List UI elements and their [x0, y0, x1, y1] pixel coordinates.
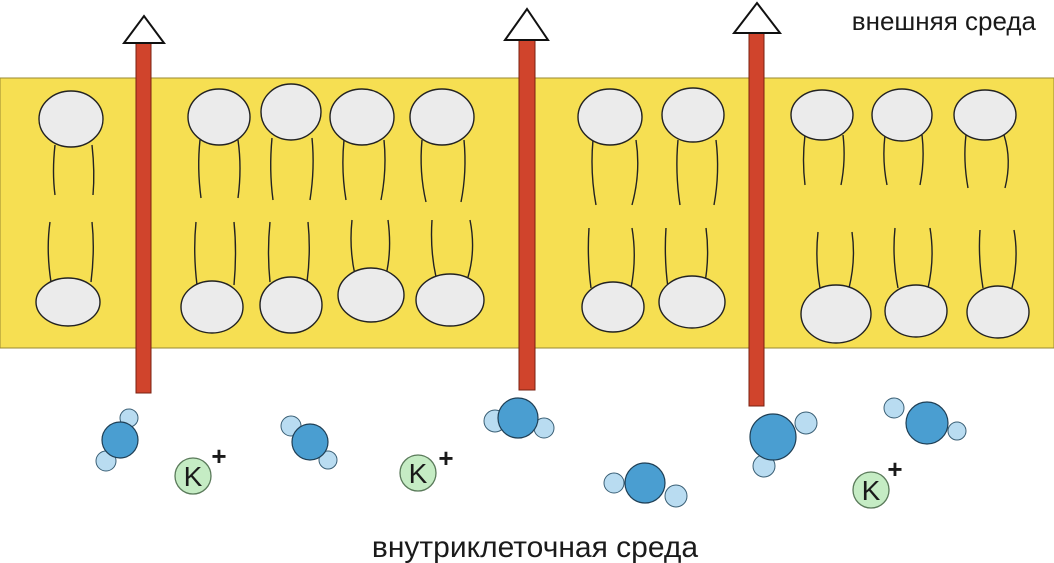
lipid-head-bottom — [966, 285, 1030, 339]
ion-charge: + — [438, 443, 453, 473]
ion-channel-arrow — [122, 14, 166, 394]
phospholipid — [409, 88, 485, 327]
arrowhead-icon — [731, 1, 783, 34]
phospholipid — [658, 87, 726, 329]
phospholipid — [35, 90, 104, 327]
lipid-head-bottom — [415, 273, 485, 327]
phospholipid — [953, 89, 1030, 339]
lipid-head-top — [38, 90, 104, 148]
arrowhead-icon — [122, 14, 166, 44]
lipid-layer — [35, 83, 1030, 344]
lipid-head-top — [661, 87, 725, 143]
water-molecule — [95, 408, 139, 472]
water-molecule — [603, 462, 688, 508]
outside-environment-label: внешняя среда — [852, 6, 1037, 36]
ion-symbol: K — [862, 475, 881, 506]
arrowhead-icon — [503, 7, 550, 41]
lipid-head-bottom — [35, 277, 101, 327]
lipid-head-bottom — [337, 267, 405, 323]
lipid-head-bottom — [884, 284, 948, 338]
lipid-head-top — [329, 88, 395, 146]
lipid-head-top — [871, 88, 933, 142]
ion-charge: + — [887, 454, 902, 484]
ion-symbol: K — [409, 458, 428, 489]
ion-channel-arrow — [731, 1, 783, 407]
lipid-head-top — [409, 88, 475, 146]
intracellular-environment-label: внутриклеточная среда — [372, 531, 698, 563]
water-molecule — [280, 415, 338, 470]
lipid-head-top — [577, 88, 643, 146]
water-molecule — [483, 397, 555, 439]
potassium-ion: K + — [399, 443, 454, 492]
ion-charge: + — [211, 441, 226, 471]
phospholipid — [577, 88, 645, 333]
phospholipid — [871, 88, 948, 338]
water-molecules — [95, 397, 967, 508]
lipid-head-top — [260, 83, 322, 141]
lipid-head-bottom — [180, 280, 244, 334]
phospholipid — [790, 89, 872, 344]
phospholipid — [259, 83, 323, 334]
lipid-head-bottom — [581, 281, 645, 333]
lipid-head-top — [187, 88, 251, 146]
ion-symbol: K — [184, 461, 203, 492]
water-molecule — [749, 411, 818, 478]
phospholipid — [329, 88, 405, 323]
potassium-ion: K + — [174, 441, 227, 495]
phospholipid — [180, 88, 251, 334]
ion-channel-arrow — [503, 7, 550, 391]
potassium-ion: K + — [852, 454, 903, 509]
lipid-head-bottom — [658, 275, 726, 329]
ion-channels — [122, 1, 783, 407]
water-molecule — [883, 397, 967, 445]
lipid-head-bottom — [259, 276, 323, 334]
lipid-head-top — [790, 89, 854, 141]
lipid-head-top — [953, 89, 1017, 141]
lipid-head-bottom — [800, 284, 872, 344]
potassium-ions: K + K + K + — [174, 441, 903, 509]
